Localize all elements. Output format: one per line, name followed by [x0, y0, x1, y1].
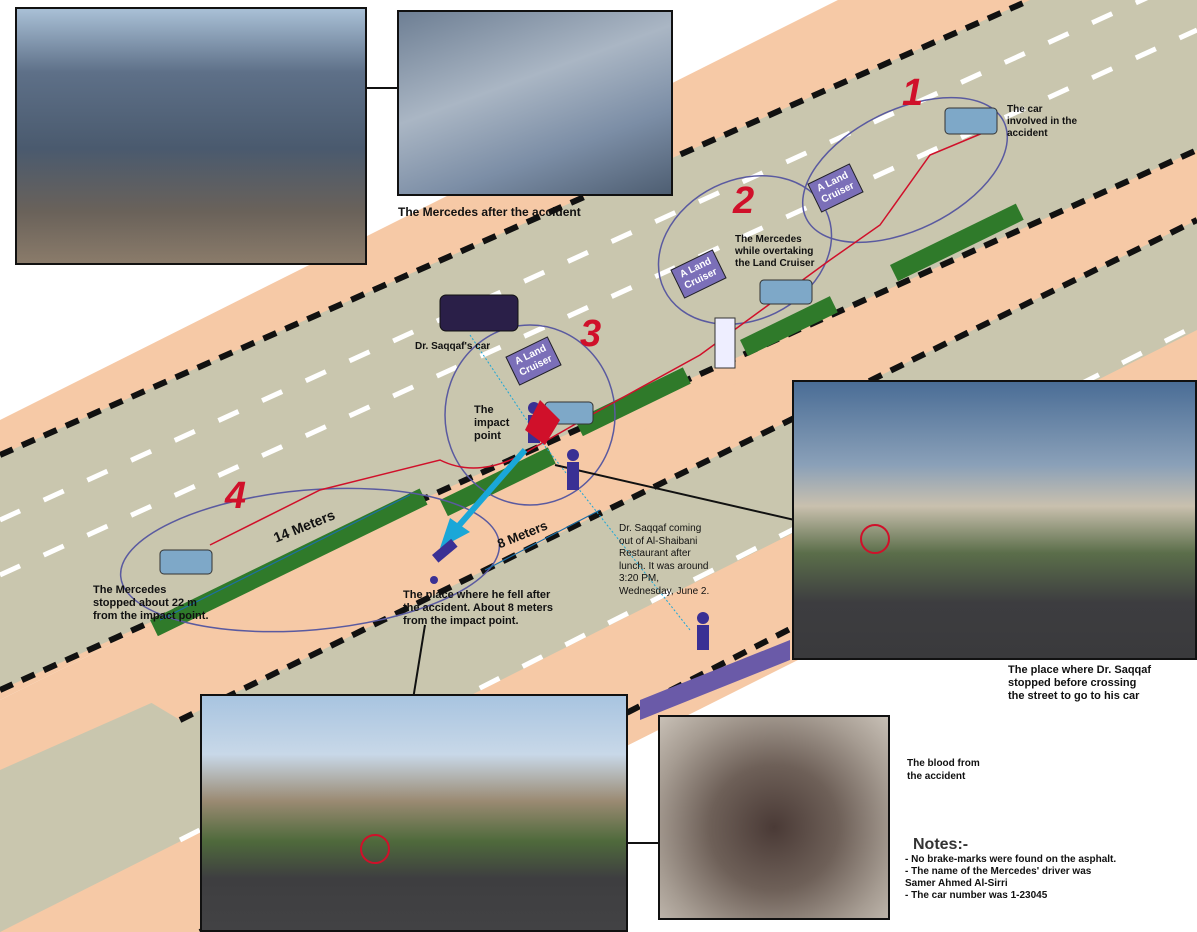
note-item: - No brake-marks were found on the aspha…: [905, 854, 1117, 865]
note-item: - The car number was 1-23045: [905, 890, 1048, 901]
blood-photo: [658, 715, 890, 920]
street-photo-stop-place: [792, 380, 1197, 660]
caption-mercedes-stopped: The Mercedes stopped about 22 m from the…: [93, 584, 209, 622]
caption-car-involved: The car involved in the accident: [1007, 104, 1078, 139]
notes-title: Notes:-: [913, 836, 969, 853]
caption-mercedes-after: The Mercedes after the accident: [398, 205, 581, 219]
caption-saqqaf-car: Dr. Saqqaf's car: [415, 341, 491, 352]
caption-fell-place: The place where he fell after the accide…: [403, 589, 553, 627]
caption-impact-point: The impact point: [474, 404, 510, 442]
step-number-4: 4: [225, 475, 247, 517]
mercedes-windshield-photo: [397, 10, 673, 196]
red-circle-marker: [860, 524, 890, 554]
note-item: - The name of the Mercedes' driver was S…: [905, 866, 1092, 889]
caption-blood: The blood from the accident: [907, 758, 980, 782]
red-circle-marker: [360, 834, 390, 864]
street-photo-fall-place: [200, 694, 628, 932]
mercedes-front-photo: [15, 7, 367, 265]
notes-panel: Notes:- - No brake-marks were found on t…: [905, 836, 1195, 902]
caption-mercedes-overtaking: The Mercedes while overtaking the Land C…: [735, 234, 815, 269]
step-number-1: 1: [902, 72, 924, 114]
step-number-3: 3: [580, 313, 602, 355]
caption-saqqaf-coming: Dr. Saqqaf coming out of Al-Shaibani Res…: [619, 523, 710, 597]
caption-stopped-place: The place where Dr. Saqqaf stopped befor…: [1008, 664, 1152, 702]
step-number-2: 2: [733, 180, 755, 222]
